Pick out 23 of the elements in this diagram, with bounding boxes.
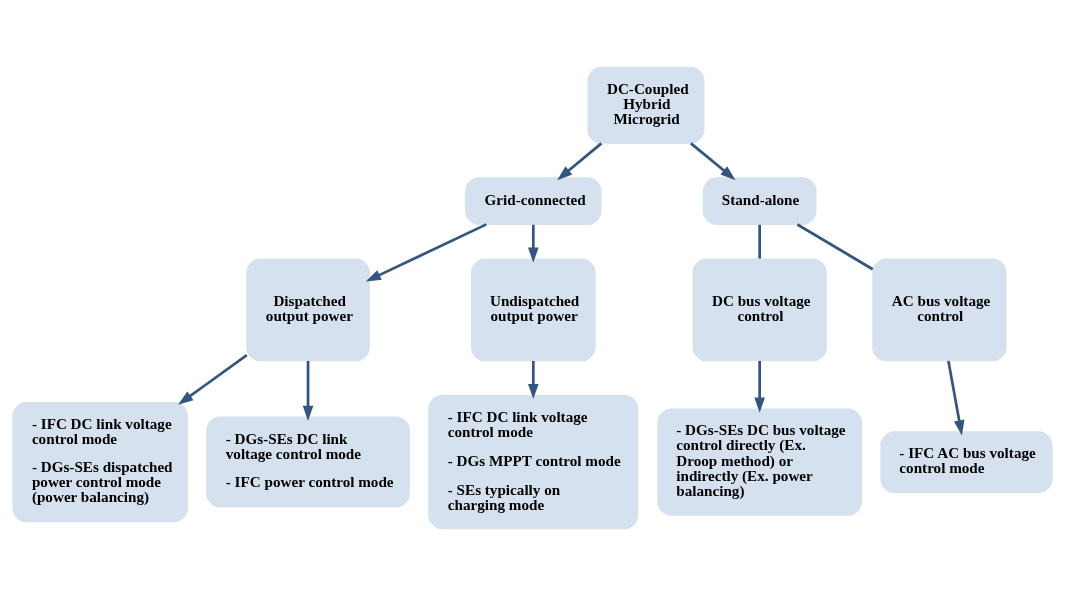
connector	[796, 223, 874, 271]
arrow	[528, 360, 539, 400]
node-box: Grid-connected	[465, 177, 602, 225]
node-box: Dispatched output power	[246, 258, 370, 362]
node-box: Stand-alone	[702, 177, 817, 225]
connector	[758, 224, 761, 259]
node-box: DC-Coupled Hybrid Microgrid	[587, 66, 705, 144]
node-box: - DGs-SEs DC link voltage control mode - IFC power control mode	[206, 416, 410, 508]
node-box: - IFC DC link voltage control mode - DGs MPPT control mode - SEs typically on charging mode	[428, 394, 639, 530]
arrow	[947, 360, 965, 436]
node-box: - IFC AC bus voltage control mode	[880, 431, 1053, 493]
node-box: - DGs-SEs DC bus voltage control directly (Ex. Droop method) or indirectly (Ex. power balancing)	[657, 408, 862, 516]
node-box: - IFC DC link voltage control mode - DGs-SEs dispatched power control mode (power balancing)	[12, 401, 188, 523]
node-box: DC bus voltage control	[692, 258, 827, 362]
node-box: Undispatched output power	[471, 258, 596, 362]
arrow	[178, 354, 248, 405]
arrow	[302, 360, 314, 421]
node-box: AC bus voltage control	[872, 258, 1007, 362]
arrow	[754, 360, 765, 413]
arrow	[528, 224, 539, 263]
arrow	[365, 223, 487, 282]
arrow	[690, 142, 736, 181]
arrow	[557, 142, 603, 181]
